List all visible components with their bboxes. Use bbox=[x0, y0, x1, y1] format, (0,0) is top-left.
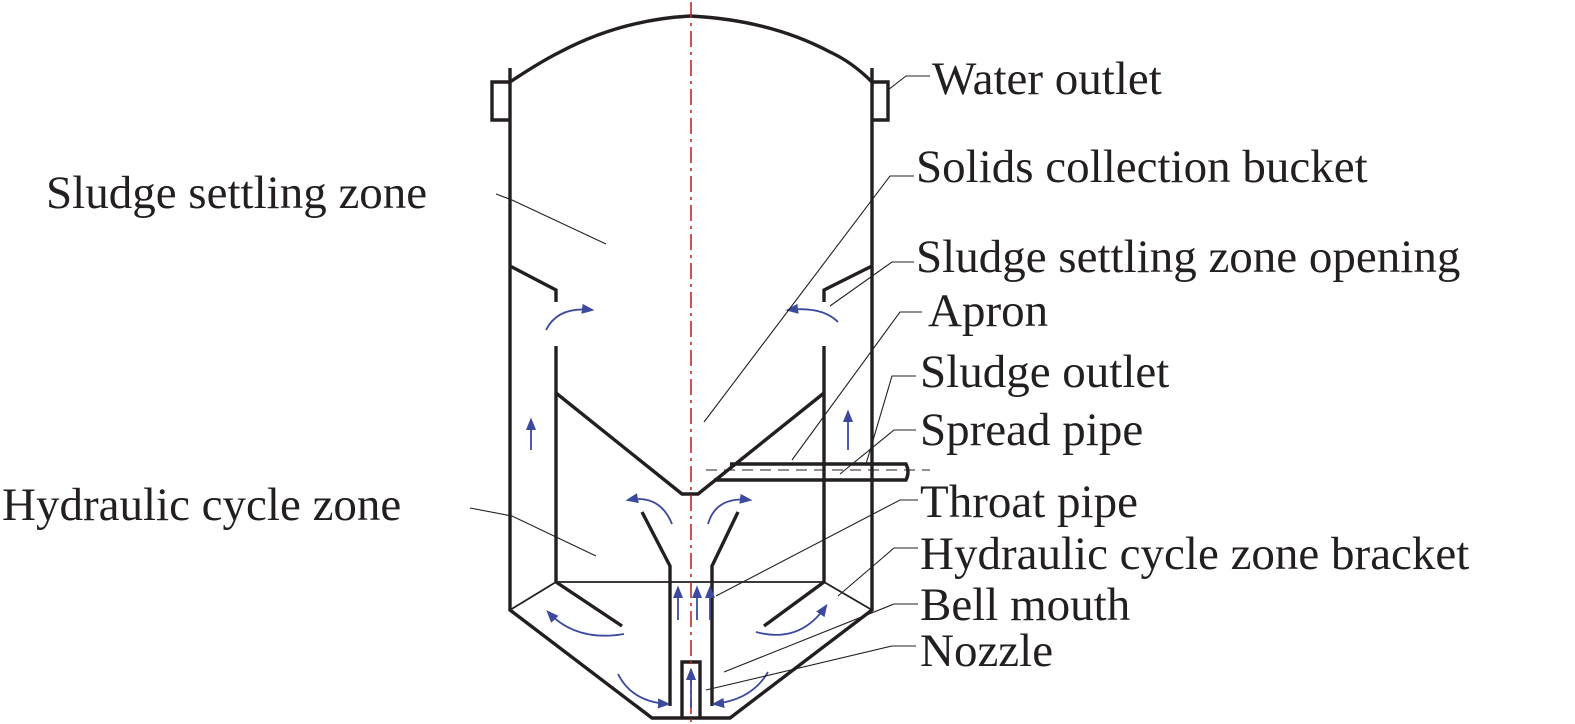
dome-top bbox=[508, 14, 874, 87]
internals bbox=[509, 2, 930, 722]
leader-water-outlet bbox=[887, 75, 930, 91]
cycle-zone-bracket bbox=[509, 581, 873, 611]
outer-shell bbox=[508, 82, 874, 720]
left-throat-pipe bbox=[640, 511, 672, 706]
leader-sludge-outlet bbox=[865, 375, 916, 465]
flow-arrow-nozzle-right bbox=[711, 671, 769, 708]
leader-hydraulic-cycle-zone bbox=[469, 507, 597, 557]
leader-sludge-settling-zone-opening bbox=[829, 261, 914, 307]
label-sludge-settling-zone: Sludge settling zone bbox=[46, 167, 427, 219]
flow-arrows bbox=[525, 303, 854, 709]
flow-arrow-bell-left bbox=[546, 610, 625, 637]
labels: Water outlet Solids collection bucket Sl… bbox=[2, 53, 1469, 677]
flow-arrow-settling-left bbox=[545, 303, 595, 331]
label-hydraulic-cycle-zone: Hydraulic cycle zone bbox=[2, 479, 401, 531]
flow-arrow-cycle-right bbox=[707, 493, 753, 525]
leader-bell-mouth bbox=[723, 603, 918, 673]
flow-arrow-settling-right bbox=[785, 303, 839, 323]
left-apron bbox=[509, 264, 558, 302]
label-spread-pipe: Spread pipe bbox=[920, 404, 1143, 456]
label-bell-mouth: Bell mouth bbox=[920, 579, 1130, 631]
left-flange bbox=[490, 80, 510, 122]
label-sludge-settling-zone-opening: Sludge settling zone opening bbox=[916, 231, 1460, 283]
leader-sludge-settling-zone bbox=[495, 193, 607, 245]
left-bell-mouth bbox=[555, 580, 623, 628]
label-water-outlet: Water outlet bbox=[932, 53, 1162, 105]
label-solids-collection-bucket: Solids collection bucket bbox=[916, 141, 1368, 193]
right-throat-pipe bbox=[710, 511, 740, 706]
label-throat-pipe: Throat pipe bbox=[920, 476, 1138, 528]
sludge-outlet-pipe bbox=[714, 462, 910, 482]
leader-apron bbox=[791, 311, 922, 461]
right-bell-mouth bbox=[762, 580, 826, 628]
water-outlet-flange bbox=[872, 80, 890, 122]
label-apron: Apron bbox=[928, 285, 1048, 337]
leader-throat-pipe bbox=[715, 499, 918, 597]
vessel-outline bbox=[490, 14, 890, 720]
label-sludge-outlet: Sludge outlet bbox=[920, 346, 1169, 398]
leader-hydraulic-cycle-zone-bracket bbox=[837, 547, 918, 597]
leader-lines bbox=[469, 75, 930, 691]
right-apron bbox=[822, 264, 873, 302]
leader-spread-pipe bbox=[839, 429, 916, 475]
flow-arrow-nozzle-left bbox=[617, 673, 671, 709]
solids-collection-bucket bbox=[554, 391, 826, 496]
label-hydraulic-cycle-zone-bracket: Hydraulic cycle zone bracket bbox=[920, 528, 1469, 580]
leader-nozzle bbox=[705, 645, 916, 691]
flow-arrow-cycle-left bbox=[625, 493, 673, 525]
leader-solids-collection-bucket bbox=[703, 175, 914, 423]
label-nozzle: Nozzle bbox=[920, 625, 1053, 677]
flow-arrow-bell-right bbox=[755, 603, 828, 636]
